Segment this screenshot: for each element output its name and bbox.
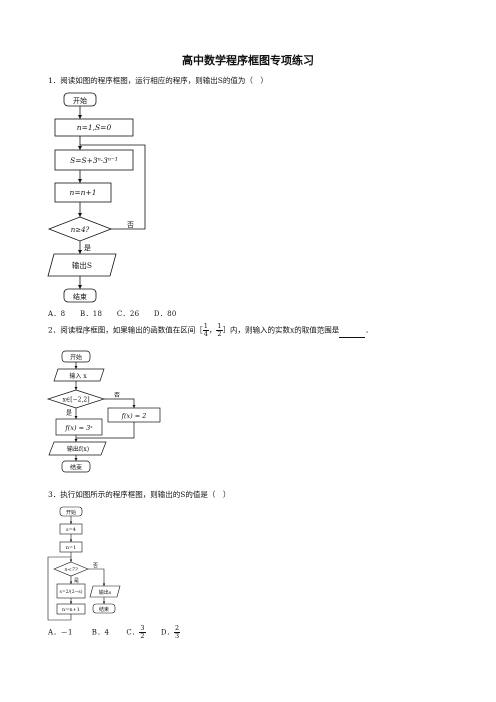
question-2-after: ］内，则输入的实数x的取值范围是	[222, 325, 340, 335]
question-2-end: ．	[365, 325, 373, 335]
option-d-numerator: 2	[174, 624, 181, 633]
question-1-options: A．8 B．18 C．26 D．80	[48, 310, 177, 318]
f-no-label: f(x) = 2	[121, 412, 147, 420]
interval-separator: ，	[208, 325, 217, 335]
answer-blank	[339, 329, 366, 338]
option-b: B．4	[91, 628, 110, 637]
increment-box	[54, 182, 112, 203]
increment-label: n=n+1	[69, 188, 96, 197]
question-1-text: 1．阅读如图的程序框图，运行相应的程序，则输出S的值为（ ）	[48, 76, 268, 85]
option-c-label: C．	[126, 628, 140, 637]
input-label: 输入 x	[69, 372, 87, 380]
option-d-label: D．	[160, 628, 175, 637]
output-parallelogram	[89, 585, 121, 598]
frac1-numerator: 1	[202, 322, 209, 331]
assign-box	[54, 149, 134, 171]
option-c-numerator: 3	[139, 624, 146, 633]
condition-label: n<7?	[64, 567, 78, 573]
end-label: 结束	[73, 292, 87, 301]
no-label: 否	[93, 563, 98, 569]
frac1-denominator: 4	[203, 330, 208, 338]
output-parallelogram	[48, 441, 107, 456]
start-label: 开始	[73, 96, 87, 105]
option-c-denominator: 2	[140, 632, 145, 640]
end-label: 结束	[70, 464, 82, 472]
no-label: 否	[114, 392, 120, 399]
input-parallelogram	[53, 368, 105, 382]
update-label: s=2/(2−s)	[60, 588, 83, 595]
f-yes-label: f(x) = 3ˣ	[64, 424, 93, 432]
yes-label: 是	[74, 578, 79, 584]
frac2-denominator: 2	[217, 330, 222, 338]
condition-label: n≥4?	[71, 226, 90, 234]
init-label: n=1,S=0	[77, 123, 112, 132]
start-label: 开始	[66, 509, 76, 516]
n-init-label: n=1	[66, 545, 77, 551]
f-yes-box	[55, 418, 103, 436]
start-label: 开始	[70, 354, 82, 362]
frac2-numerator: 1	[216, 322, 223, 331]
output-label: 输出f(x)	[67, 445, 89, 453]
init-box	[54, 118, 134, 137]
output-label: 输出S	[72, 260, 92, 270]
yes-label: 是	[66, 410, 72, 417]
assign-label: S=S+3ⁿ·3ⁿ⁻¹	[70, 156, 118, 165]
increment-label: n=n+1	[62, 607, 80, 613]
yes-label: 是	[84, 244, 91, 252]
condition-label: x∈[−2,2]	[62, 397, 89, 404]
s-init-label: s=4	[66, 527, 76, 533]
output-parallelogram	[47, 253, 117, 277]
question-2-before: 2．阅读程序框图，如果输出的函数值在区间［	[48, 325, 203, 335]
option-a: A．－1	[48, 628, 73, 637]
question-3-text: 3．执行如图所示的程序框图，则输出的S的值是（ ）	[48, 490, 231, 499]
option-d-denominator: 3	[175, 632, 180, 640]
page-title: 高中数学程序框图专项练习	[182, 54, 314, 67]
end-label: 结束	[99, 606, 109, 613]
no-label: 否	[127, 221, 134, 229]
output-label: 输出s	[99, 589, 112, 596]
